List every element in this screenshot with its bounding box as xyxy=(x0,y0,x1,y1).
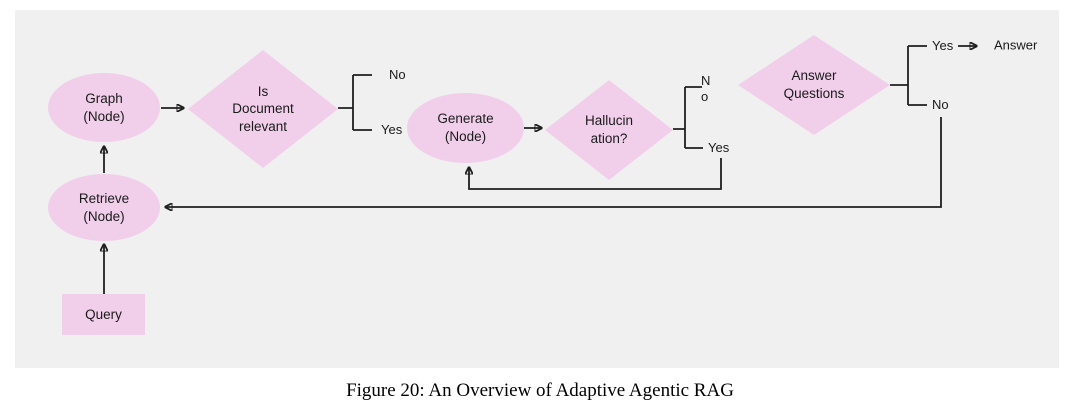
branch-label-doc-relevant-yes: Yes xyxy=(381,121,403,137)
node-generate: Generate (Node) xyxy=(407,93,524,163)
diagram-panel: Query Retrieve (Node) Graph (Node) Is Do… xyxy=(15,10,1059,368)
node-query: Query xyxy=(62,294,145,335)
branch-label-hallucination-no: N o xyxy=(701,72,711,104)
flow-connectors xyxy=(15,10,1059,294)
edge-answerquestions-no-loop xyxy=(166,117,942,207)
node-retrieve: Retrieve (Node) xyxy=(48,174,160,241)
branch-bracket-hallucination xyxy=(673,86,703,149)
branch-label-doc-relevant-no: No xyxy=(389,66,406,82)
branch-bracket-answerquestions xyxy=(890,45,927,106)
node-graph: Graph (Node) xyxy=(48,73,160,142)
figure-caption: Figure 20: An Overview of Adaptive Agent… xyxy=(346,380,734,401)
branch-label-answer-questions-yes: Yes xyxy=(932,37,954,53)
branch-label-hallucination-yes: Yes xyxy=(708,139,730,155)
node-answer: Answer xyxy=(994,37,1038,53)
edge-hallucination-yes-loop xyxy=(469,158,722,190)
branch-bracket-docrelevant xyxy=(338,74,372,131)
branch-label-answer-questions-no: No xyxy=(932,96,949,112)
